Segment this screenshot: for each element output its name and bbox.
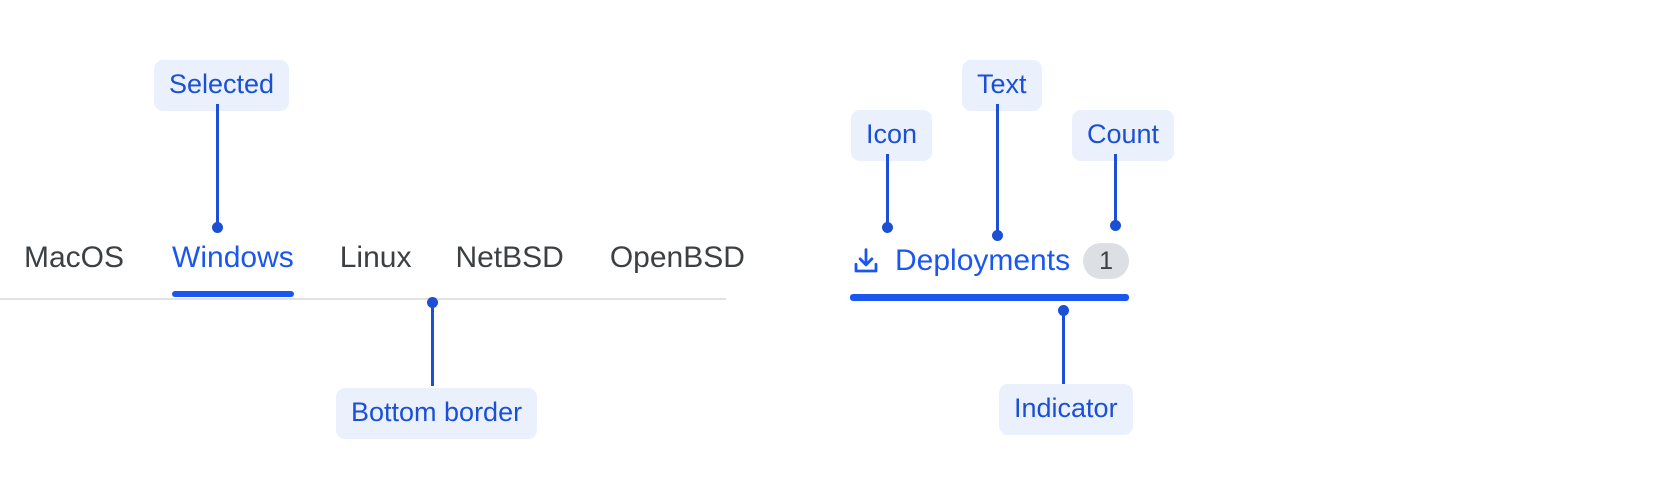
tab-netbsd[interactable]: NetBSD: [455, 241, 564, 274]
leader-dot-icon: [882, 222, 893, 233]
download-icon: [854, 248, 878, 273]
leader-line-count: [1114, 154, 1117, 224]
leader-line-bottom-border: [431, 302, 434, 386]
tab-strip-rich: Deployments 1: [850, 243, 1130, 301]
leader-line-selected: [216, 104, 219, 226]
tab-strip-basic: MacOS Windows Linux NetBSD OpenBSD: [0, 241, 745, 300]
tab-deployments[interactable]: Deployments 1: [850, 243, 1130, 301]
annotation-count: Count: [1072, 110, 1175, 161]
tab-deployments-count-badge: 1: [1083, 243, 1130, 279]
leader-line-indicator: [1062, 310, 1065, 384]
tab-windows[interactable]: Windows: [172, 243, 294, 297]
annotation-text: Text: [962, 60, 1042, 111]
tab-deployments-label: Deployments: [895, 244, 1071, 277]
leader-dot-count: [1110, 220, 1121, 231]
annotation-icon: Icon: [851, 110, 933, 161]
annotation-indicator: Indicator: [999, 384, 1133, 435]
leader-line-text: [996, 104, 999, 234]
leader-dot-selected: [212, 222, 223, 233]
annotation-selected: Selected: [154, 60, 290, 111]
leader-line-icon: [886, 154, 889, 226]
annotation-bottom-border: Bottom border: [336, 388, 538, 439]
tab-linux[interactable]: Linux: [339, 241, 412, 274]
leader-dot-text: [992, 230, 1003, 241]
tab-openbsd[interactable]: OpenBSD: [609, 241, 745, 274]
tab-macos[interactable]: MacOS: [24, 241, 125, 274]
